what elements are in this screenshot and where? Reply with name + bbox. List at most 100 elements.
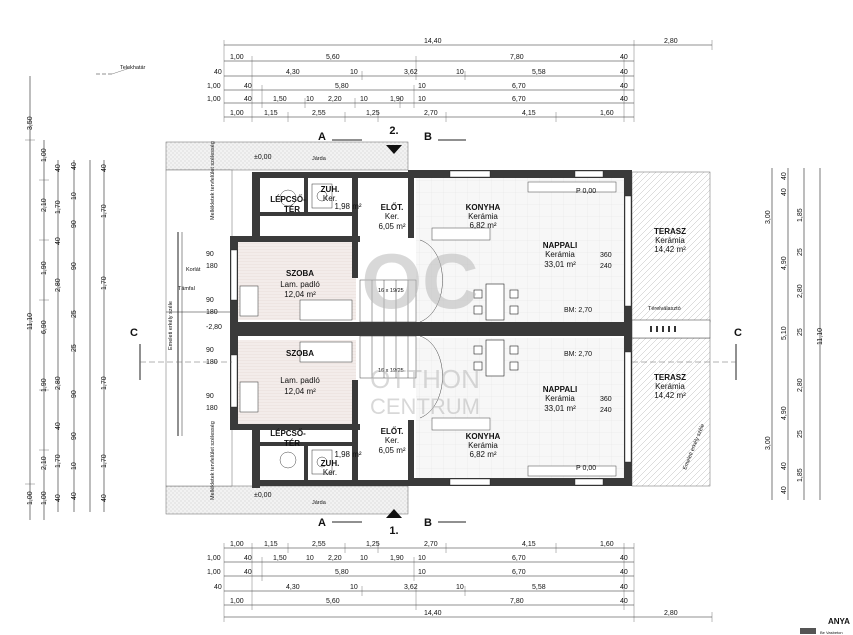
room-szoba-bottom-area: 12,04 m² bbox=[284, 387, 316, 396]
dim-top-total: 14,40 bbox=[424, 38, 442, 45]
bottom-dimensions: 1,00 1,15 2,55 1,25 2,70 4,15 1,60 1,00 … bbox=[207, 541, 713, 622]
room-nappali-top-floor: Kerámia bbox=[545, 250, 575, 259]
room-terasz-top: TERASZ bbox=[654, 227, 686, 236]
room-szoba-bottom: SZOBA bbox=[286, 349, 314, 358]
dim-label: 14,40 bbox=[424, 610, 442, 617]
dim-label: 2,80 bbox=[797, 284, 804, 298]
dim-label: 1,60 bbox=[600, 110, 614, 117]
dim-label: 1,00 bbox=[207, 83, 221, 90]
dim-label: 1,50 bbox=[273, 555, 287, 562]
dim-label: 2,20 bbox=[328, 555, 342, 562]
entry-arrow-top-icon bbox=[386, 145, 402, 154]
dim-label: 7,80 bbox=[510, 54, 524, 61]
dim-label: 40 bbox=[55, 422, 62, 430]
dim-label: 10 bbox=[418, 555, 426, 562]
dim-label: 1,70 bbox=[101, 376, 108, 390]
terelvalaszto-label: Térelválasztó bbox=[648, 306, 681, 312]
room-eloter-top-area: 6,05 m² bbox=[378, 222, 405, 231]
dim-label: 2,70 bbox=[424, 110, 438, 117]
dim-label: 1,00 bbox=[207, 96, 221, 103]
dim-label: 1,70 bbox=[55, 454, 62, 468]
left-dimensions: 3,50 11,10 1,00 1,00 2,10 1,90 6,90 1,90… bbox=[25, 76, 108, 520]
dim-label: 1,25 bbox=[366, 110, 380, 117]
dim-label: 6,70 bbox=[512, 555, 526, 562]
dim-label: 40 bbox=[101, 494, 108, 502]
dim-label: 4,30 bbox=[286, 69, 300, 76]
bm-bottom: BM: 2,70 bbox=[564, 351, 592, 358]
dim-label: 40 bbox=[620, 598, 628, 605]
dim-label: 40 bbox=[781, 486, 788, 494]
window-240-top: 240 bbox=[600, 263, 612, 270]
dim-label: 10 bbox=[456, 69, 464, 76]
room-lepcsoter-bottom-2: TÉR bbox=[284, 439, 300, 448]
mellekleti-top: Mellékletek tervfelület szélesség bbox=[210, 141, 216, 220]
dim-label: 40 bbox=[244, 96, 252, 103]
dim-label: 1,90 bbox=[390, 555, 404, 562]
dim-label: 40 bbox=[214, 69, 222, 76]
p-bottom: P 0,00 bbox=[576, 465, 596, 472]
section-a-top: A bbox=[318, 131, 326, 143]
room-zuh-bottom-area: 1,98 m² bbox=[334, 450, 361, 459]
dim-label: 40 bbox=[620, 96, 628, 103]
elevation-top: ±0,00 bbox=[254, 154, 272, 161]
room-szoba-top-area: 12,04 m² bbox=[284, 290, 316, 299]
dim-label: 11,10 bbox=[817, 328, 824, 345]
dim-label: 40 bbox=[214, 584, 222, 591]
elevation-bottom: ±0,00 bbox=[254, 492, 272, 499]
dim-label: 1,00 bbox=[41, 148, 48, 162]
room-eloter-top: ELŐT. bbox=[381, 203, 404, 212]
dim-label: 2,20 bbox=[328, 96, 342, 103]
dim-label: 2,55 bbox=[312, 110, 326, 117]
dim-label: 40 bbox=[244, 83, 252, 90]
dim-label: 1,00 bbox=[207, 569, 221, 576]
jarda-top: Járda bbox=[312, 156, 327, 162]
dim-label: 3,62 bbox=[404, 69, 418, 76]
room-lepcsoter-bottom: LÉPCSŐ- bbox=[270, 429, 306, 438]
dim-label: 1,00 bbox=[41, 491, 48, 505]
dim-label: 10 bbox=[360, 555, 368, 562]
room-konyha-top: KONYHA bbox=[466, 203, 501, 212]
dim-label: 40 bbox=[71, 492, 78, 500]
dim-label: 2,80 bbox=[55, 376, 62, 390]
dim-label: 1,70 bbox=[55, 200, 62, 214]
entry-number-top: 2. bbox=[389, 125, 398, 137]
section-markers: A B A B C C 2. 1. bbox=[130, 125, 742, 537]
legend: ANYA Be Vasbeton bbox=[800, 617, 850, 635]
dim-label: 40 bbox=[55, 494, 62, 502]
dim-label: 5,58 bbox=[532, 69, 546, 76]
dim-label: 1,90 bbox=[41, 261, 48, 275]
plan-marks: BM: 2,70 BM: 2,70 16 x 19/25 16 x 19/25 … bbox=[206, 188, 612, 472]
room-zuh-top-floor: Ker. bbox=[323, 194, 337, 203]
window-360-top: 360 bbox=[600, 252, 612, 259]
dim-label: 6,70 bbox=[512, 569, 526, 576]
emeleti-erkely-left: Emeleti erkély széle bbox=[168, 301, 174, 350]
mellekleti-bottom: Mellékletek tervfelület szélesség bbox=[210, 421, 216, 500]
dim-label: 1,60 bbox=[600, 541, 614, 548]
dim-label: 2,80 bbox=[664, 610, 678, 617]
room-labels: LÉPCSŐ- TÉR ZUH. Ker. 1,98 m² ELŐT. Ker.… bbox=[270, 185, 686, 477]
dim-top-terrace: 2,80 bbox=[664, 38, 678, 45]
dim-label: 90 bbox=[71, 390, 78, 398]
window-180-label: 180 bbox=[206, 263, 218, 270]
window-240-bottom: 240 bbox=[600, 407, 612, 414]
window-180-label: 180 bbox=[206, 309, 218, 316]
watermark-line1: OTTHON bbox=[370, 364, 480, 394]
dim-label: 1,00 bbox=[27, 491, 34, 505]
dim-label: 90 bbox=[71, 220, 78, 228]
dim-label: 25 bbox=[797, 430, 804, 438]
window-90-label: 90 bbox=[206, 297, 214, 304]
dim-label: 1,00 bbox=[230, 598, 244, 605]
legend-swatch bbox=[800, 628, 816, 634]
dim-label: 1,70 bbox=[101, 276, 108, 290]
room-nappali-bottom-area: 33,01 m² bbox=[544, 404, 576, 413]
dim-label: 5,80 bbox=[335, 569, 349, 576]
dim-label: 2,55 bbox=[312, 541, 326, 548]
room-terasz-bottom-area: 14,42 m² bbox=[654, 391, 686, 400]
dim-label: 1,00 bbox=[207, 555, 221, 562]
dim-label: 2,80 bbox=[55, 278, 62, 292]
section-b-top: B bbox=[424, 131, 432, 143]
room-zuh-bottom-floor: Ker. bbox=[323, 468, 337, 477]
room-zuh-top-area: 1,98 m² bbox=[334, 202, 361, 211]
dim-label: 3,00 bbox=[765, 210, 772, 224]
